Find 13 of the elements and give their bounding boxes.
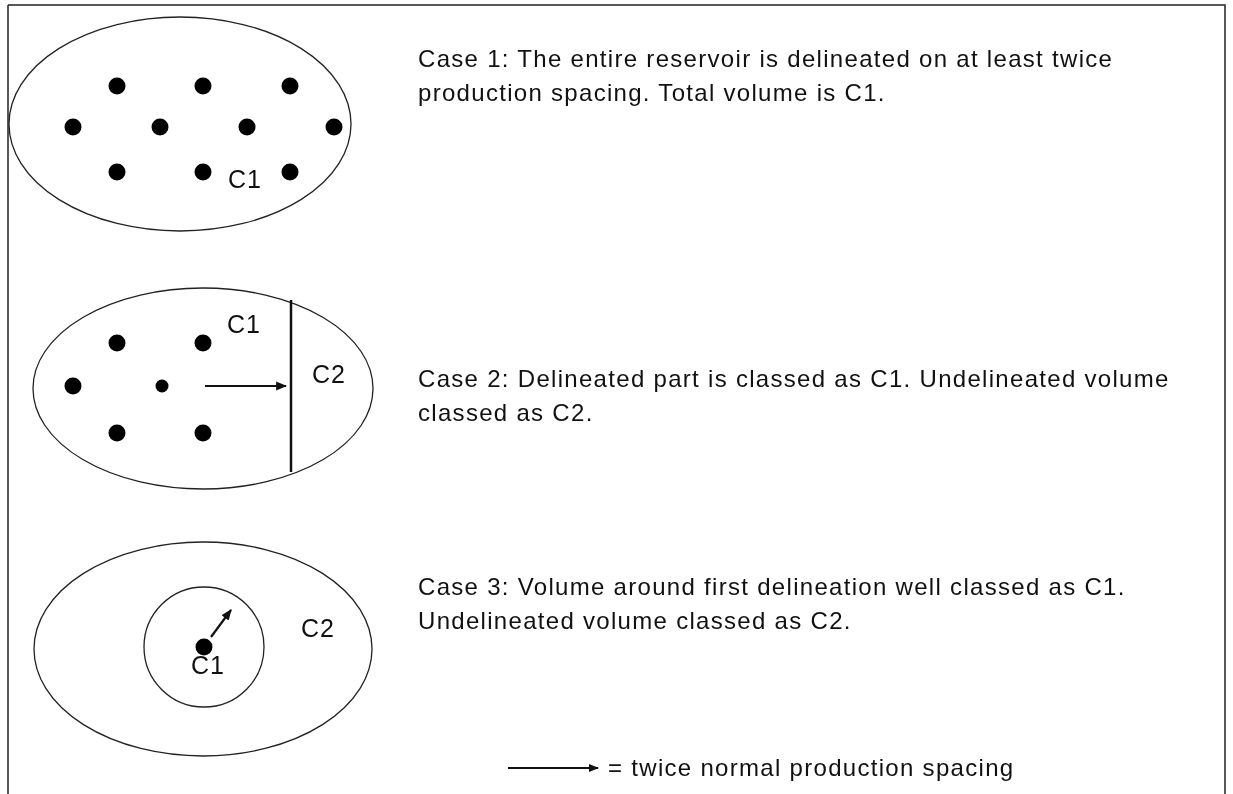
zone-label: C2 [312, 362, 346, 387]
zone-label: C1 [227, 312, 261, 337]
case-description: Case 1: The entire reservoir is delineated on at least twice production spacing. Total volume is C1. [418, 44, 1115, 108]
reservoir-ellipse [32, 287, 374, 490]
case-description: Case 3: Volume around first delineation well classed as C1. Undelineated volume classed as C2. [418, 572, 1127, 636]
case-description: Case 2: Delineated part is classed as C1. Undelineated volume classed as C2. [418, 364, 1171, 428]
reservoir-ellipse [8, 16, 352, 232]
zone-label: C1 [228, 167, 262, 192]
legend-text: = twice normal production spacing [608, 754, 1015, 782]
zone-label: C1 [191, 653, 225, 678]
reservoir-ellipse [33, 541, 373, 757]
zone-label: C2 [301, 616, 335, 641]
zone-circle [143, 586, 265, 708]
